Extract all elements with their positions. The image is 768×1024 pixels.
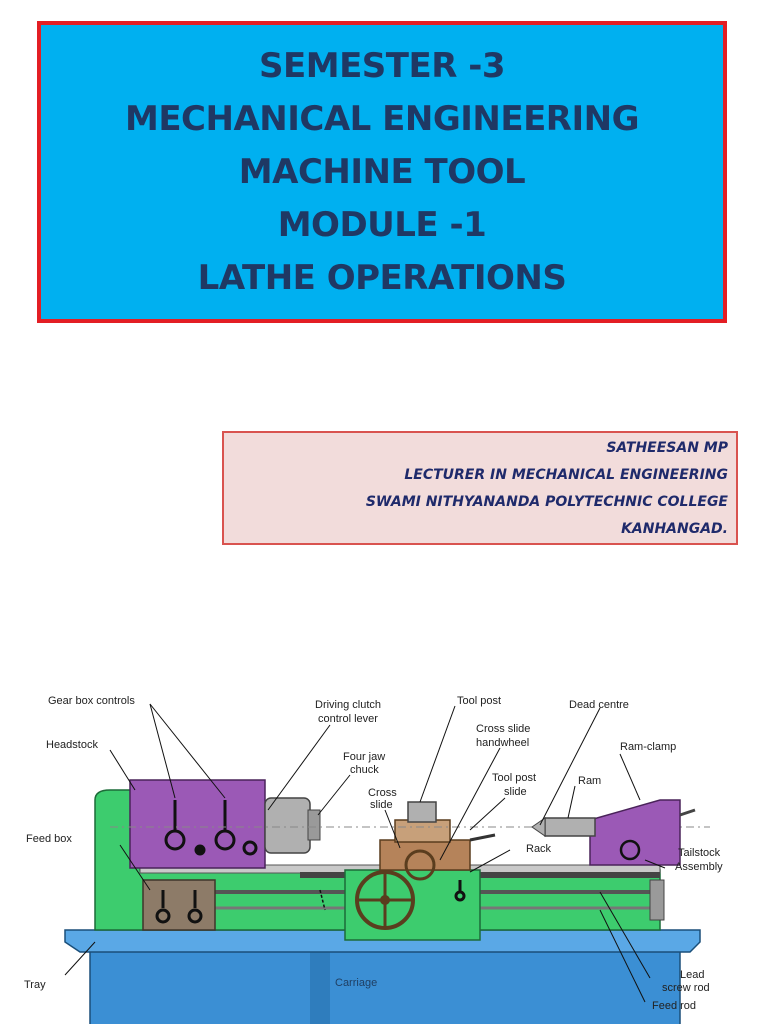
label-rack: Rack — [526, 843, 552, 855]
label-driving-clutch: Driving clutch — [315, 699, 381, 711]
author-institution: SWAMI NITHYANANDA POLYTECHNIC COLLEGE — [365, 494, 728, 510]
label-tailstock-assembly-2: Assembly — [675, 861, 723, 873]
author-box: SATHEESAN MP LECTURER IN MECHANICAL ENGI… — [222, 431, 738, 545]
tailstock-ram — [544, 817, 596, 837]
label-four-jaw-chuck: Four jaw — [343, 751, 385, 763]
tool-post — [407, 801, 437, 823]
lathe-diagram: Gear box controls Driving clutch control… — [24, 695, 723, 1024]
label-cross-slide-handwheel: Cross slide — [476, 723, 530, 735]
label-four-jaw-chuck-2: chuck — [350, 764, 379, 776]
label-tailstock-assembly: Tailstock — [678, 847, 721, 859]
author-place: KANHANGAD. — [621, 521, 728, 537]
author-name: SATHEESAN MP — [606, 440, 728, 456]
label-lead-screw-rod: Lead — [680, 969, 704, 981]
four-jaw-chuck — [264, 797, 311, 854]
label-dead-centre: Dead centre — [569, 699, 629, 711]
tray — [64, 929, 701, 953]
tool-post-slide — [394, 819, 451, 843]
cross-slide — [379, 839, 471, 871]
label-lead-screw-rod-2: screw rod — [662, 982, 710, 994]
label-feed-rod: Feed rod — [652, 1000, 696, 1012]
label-tray: Tray — [24, 979, 46, 991]
dead-centre — [531, 817, 546, 837]
title-department: MECHANICAL ENGINEERING — [125, 98, 640, 139]
tailstock — [589, 799, 681, 866]
label-cross-slide-handwheel-2: handwheel — [476, 737, 529, 749]
title-box: SEMESTER -3 MECHANICAL ENGINEERING MACHI… — [37, 21, 727, 323]
author-designation: LECTURER IN MECHANICAL ENGINEERING — [404, 467, 728, 483]
lathe-machine-illustration — [64, 779, 710, 1024]
label-headstock: Headstock — [46, 739, 98, 751]
lathe-stand — [89, 949, 681, 1024]
label-cross-slide-2: slide — [370, 799, 393, 811]
label-driving-clutch-2: control lever — [318, 713, 378, 725]
title-semester: SEMESTER -3 — [259, 45, 505, 86]
label-gear-box-controls: Gear box controls — [48, 695, 135, 707]
label-tool-post-slide: Tool post — [492, 772, 536, 784]
label-carriage: Carriage — [335, 977, 377, 989]
label-tool-post: Tool post — [457, 695, 501, 707]
label-feed-box: Feed box — [26, 833, 72, 845]
label-ram: Ram — [578, 775, 601, 787]
label-tool-post-slide-2: slide — [504, 786, 527, 798]
cross-slide-handwheel — [404, 849, 436, 881]
title-module: MODULE -1 — [277, 204, 487, 245]
title-subject: MACHINE TOOL — [238, 151, 526, 192]
title-topic: LATHE OPERATIONS — [197, 257, 567, 298]
label-cross-slide: Cross — [368, 787, 397, 799]
feed-box — [142, 879, 216, 931]
label-ram-clamp: Ram-clamp — [620, 741, 676, 753]
